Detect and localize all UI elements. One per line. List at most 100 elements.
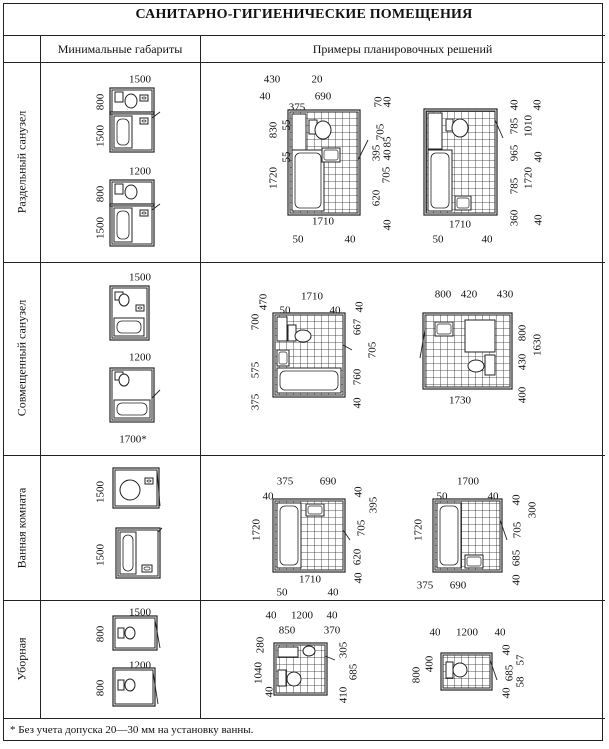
door-icon [152, 671, 159, 705]
room-plan [272, 498, 351, 573]
column-divider [40, 35, 41, 718]
dimension-label: 430 [264, 74, 281, 86]
dimension-label: 1710 [299, 574, 322, 586]
cistern-icon [427, 112, 443, 150]
dimension-label: 800 [411, 666, 423, 683]
toilet-icon [314, 120, 332, 140]
dimension-label: 40 [533, 214, 545, 226]
divider [3, 35, 605, 36]
dimension-label: 375 [277, 476, 294, 488]
room-plan [432, 498, 508, 573]
door-icon [154, 619, 161, 649]
sink-icon [135, 304, 145, 312]
dimension-label: 430 [497, 289, 514, 301]
dimension-label: 40 [511, 574, 523, 586]
dimension-label: 575 [250, 361, 262, 378]
dimension-label: 40 [353, 486, 365, 498]
dimension-label: 40 [495, 627, 507, 639]
sink-icon [139, 117, 149, 125]
toilet-icon [467, 359, 485, 373]
room-plan [109, 111, 161, 153]
sink-icon [434, 321, 454, 337]
dimension-label: 620 [371, 189, 383, 206]
cistern-icon [445, 661, 454, 679]
toilet-icon [118, 293, 130, 307]
door-icon [419, 329, 426, 359]
dimension-label: 40 [263, 491, 275, 503]
dimension-label: 55 [281, 119, 293, 131]
dimension-label: 375 [250, 393, 262, 410]
dimension-label: 300 [527, 501, 539, 518]
dimension-label: 40 [330, 305, 342, 317]
dimension-label: 58 [515, 676, 527, 688]
header-examples: Примеры планировочных решений [312, 42, 493, 56]
dimension-label: 1500 [95, 544, 107, 567]
room-plan [115, 527, 163, 579]
bathtub-icon [113, 207, 133, 243]
dimension-label: 375 [289, 102, 306, 114]
dimension-label: 50 [293, 234, 305, 246]
dimension-label: 40 [382, 96, 394, 108]
dimension-label: 800 [95, 625, 107, 642]
room-plan [112, 667, 159, 707]
toilet-icon [294, 329, 312, 343]
room-plan [419, 312, 513, 390]
divider [3, 455, 605, 456]
dimension-label: 1700 [457, 476, 480, 488]
dimension-label: 760 [352, 368, 364, 385]
sink-icon [454, 195, 472, 211]
dimension-label: 400 [517, 386, 529, 403]
dimension-label: 40 [260, 91, 272, 103]
sink-icon [141, 564, 153, 573]
dimension-label: 40 [488, 491, 500, 503]
dimension-label: 1710 [301, 291, 324, 303]
dimension-label: 375 [417, 580, 434, 592]
dimension-label: 40 [511, 494, 523, 506]
toilet-icon [124, 678, 136, 692]
room-plan [440, 652, 498, 691]
room-plan [109, 203, 161, 247]
dimension-label: 40 [501, 687, 513, 699]
toilet-icon [452, 662, 468, 678]
dimension-label: 50 [280, 305, 292, 317]
door-icon [342, 344, 353, 351]
cistern-icon [117, 627, 125, 639]
dimension-label: 1720 [413, 519, 425, 542]
dimension-label: 690 [320, 476, 337, 488]
dimension-label: 420 [461, 289, 478, 301]
door-icon [156, 469, 161, 507]
door-icon [357, 139, 369, 161]
bathtub-icon [119, 531, 137, 575]
room-plan [109, 179, 155, 207]
room-plan [109, 87, 155, 115]
cistern-icon [287, 324, 297, 342]
dimension-label: 800 [95, 185, 107, 202]
dimension-label: 1710 [312, 216, 335, 228]
dimension-label: 965 [509, 144, 521, 161]
dimension-label: 1010 [523, 115, 535, 138]
room-plan [109, 367, 161, 423]
dimension-label: 667 [352, 318, 364, 335]
dimension-label: 690 [315, 91, 332, 103]
dimension-label: 55 [281, 151, 293, 163]
dimension-label: 705 [367, 341, 379, 358]
toilet-icon [286, 671, 302, 687]
dimension-label: 50 [437, 491, 449, 503]
cistern-icon [484, 354, 496, 376]
sink-icon [144, 477, 154, 485]
dimension-label: 280 [255, 636, 267, 653]
dimension-label: 1040 [253, 662, 265, 685]
door-icon [151, 389, 161, 399]
bathtub-icon [113, 399, 151, 419]
dimension-label: 1200 [129, 166, 152, 178]
dimension-label: 685 [504, 664, 516, 681]
toilet-icon [124, 184, 138, 200]
dimension-label: 1500 [95, 125, 107, 148]
room-plan [272, 312, 353, 398]
cistern-icon [291, 113, 307, 153]
dimension-label: 1630 [532, 334, 544, 357]
dimension-label: 40 [509, 99, 521, 111]
dimension-label: 40 [533, 151, 545, 163]
divider [3, 62, 605, 63]
cistern-icon [114, 91, 124, 103]
